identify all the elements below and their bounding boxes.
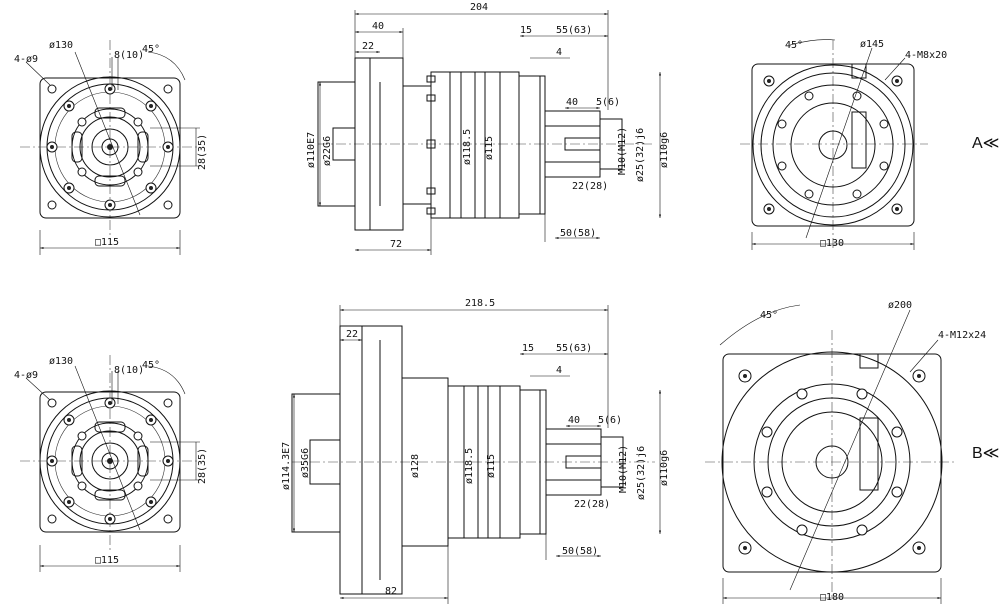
view-label-a: A≪ <box>972 135 999 152</box>
top-shoulder: 4 <box>556 47 562 58</box>
bottom-left-square: □115 <box>95 555 119 566</box>
bottom-key-len: 40 <box>568 415 580 426</box>
top-right-square: □130 <box>820 238 844 249</box>
bottom-pilot-dia: ø114.3E7 <box>281 442 292 490</box>
bottom-left-keyway: 8(10) <box>114 365 144 376</box>
top-front-view-left: 4-ø9 ø130 8(10) 45° 28(35) □115 <box>14 40 208 255</box>
top-key-height: 22(28) <box>572 181 608 192</box>
bottom-right-square: □180 <box>820 592 844 603</box>
bottom-pilot-depth: 22 <box>346 329 358 340</box>
bottom-left-pcd: ø130 <box>49 356 73 367</box>
top-body-dia-1: ø118.5 <box>462 129 473 165</box>
top-pilot-dia: ø110E7 <box>306 132 317 168</box>
top-left-shaft-height: 28(35) <box>197 134 208 170</box>
bottom-right-pcd: ø200 <box>888 300 912 311</box>
top-bore-dia: ø22G6 <box>322 136 333 166</box>
top-left-angle: 45° <box>142 44 160 55</box>
top-key-offset: 5(6) <box>596 97 620 108</box>
bottom-key-height: 22(28) <box>574 499 610 510</box>
top-left-square: □115 <box>95 237 119 248</box>
bottom-left-holes: 4-ø9 <box>14 370 38 381</box>
top-left-holes: 4-ø9 <box>14 54 38 65</box>
bottom-left-shaft-height: 28(35) <box>197 448 208 484</box>
top-tap: M10(M12) <box>617 127 628 175</box>
top-flange-thk: 15 <box>520 25 532 36</box>
bottom-right-tap-holes: 4-M12x24 <box>938 330 986 341</box>
bottom-tap: M10(M12) <box>618 445 629 493</box>
top-body-dia-2: ø115 <box>484 136 495 160</box>
top-front-view-right: 45° ø145 4-M8x20 □130 <box>740 39 947 250</box>
top-shaft-total: 50(58) <box>560 228 596 239</box>
top-shaft-len: 55(63) <box>556 25 592 36</box>
bottom-bore-dia: ø35G6 <box>300 448 311 478</box>
bottom-body-length: 82 <box>385 586 397 597</box>
bottom-key-offset: 5(6) <box>598 415 622 426</box>
top-spigot: ø110g6 <box>659 132 670 168</box>
bottom-side-view: 218.5 22 82 ø114.3E7 ø35G6 ø128 ø118.5 ø… <box>281 298 670 604</box>
bottom-shaft-len: 55(63) <box>556 343 592 354</box>
top-pilot-depth: 22 <box>362 41 374 52</box>
top-side-view: 204 40 22 72 ø110E7 ø22G6 ø118.5 ø115 15… <box>306 2 670 255</box>
bottom-front-view-right: 45° ø200 4-M12x24 □180 <box>705 300 986 604</box>
top-key-len: 40 <box>566 97 578 108</box>
top-flange-width: 40 <box>372 21 384 32</box>
bottom-shaft-total: 50(58) <box>562 546 598 557</box>
top-shaft-dia: ø25(32)j6 <box>635 128 646 182</box>
bottom-spigot: ø110g6 <box>659 450 670 486</box>
bottom-total-length: 218.5 <box>465 298 495 309</box>
bottom-body-dia-0: ø128 <box>410 454 421 478</box>
bottom-front-view-left: 4-ø9 ø130 8(10) 45° 28(35) □115 <box>14 355 208 572</box>
bottom-body-dia-1: ø118.5 <box>464 448 475 484</box>
bottom-body-dia-2: ø115 <box>486 454 497 478</box>
bottom-left-angle: 45° <box>142 360 160 371</box>
top-body-length: 72 <box>390 239 402 250</box>
view-label-b: B≪ <box>972 445 999 462</box>
bottom-shoulder: 4 <box>556 365 562 376</box>
top-left-pcd: ø130 <box>49 40 73 51</box>
bottom-right-angle: 45° <box>760 310 778 321</box>
top-total-length: 204 <box>470 2 488 13</box>
top-left-keyway: 8(10) <box>114 50 144 61</box>
bottom-flange-thk: 15 <box>522 343 534 354</box>
top-right-angle: 45° <box>785 40 803 51</box>
bottom-shaft-dia: ø25(32)j6 <box>636 446 647 500</box>
top-right-tap-holes: 4-M8x20 <box>905 50 947 61</box>
top-right-pcd: ø145 <box>860 39 884 50</box>
